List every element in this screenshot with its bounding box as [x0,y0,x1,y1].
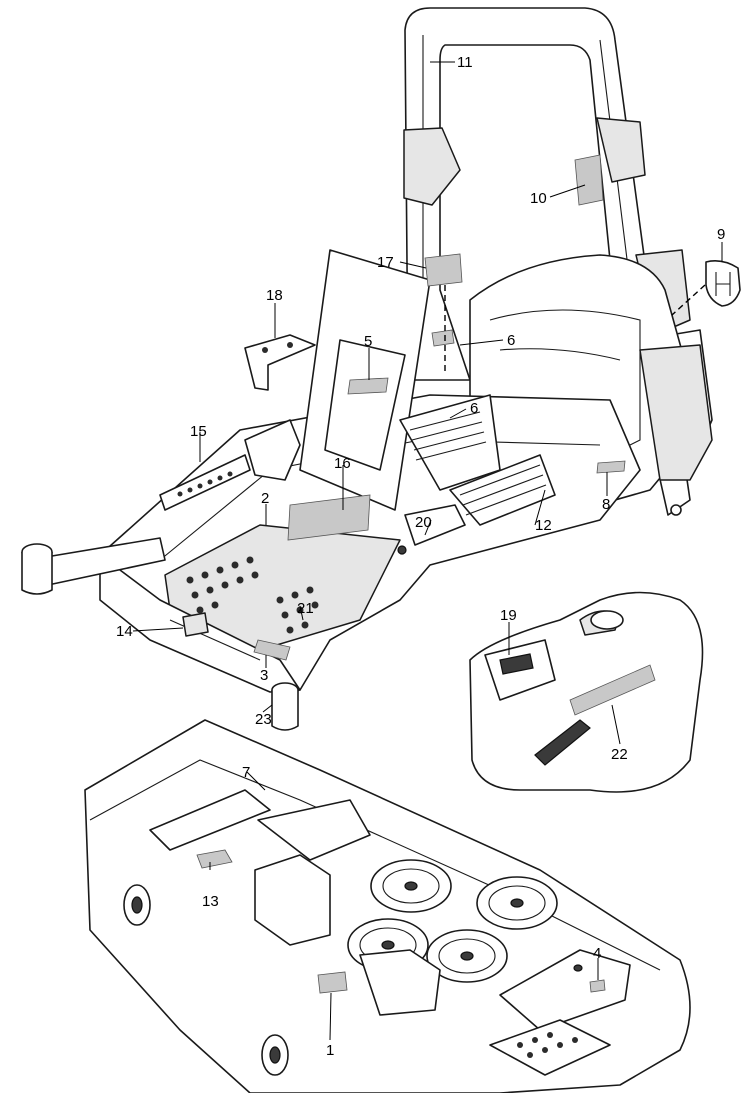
callout-23: 23 [255,711,272,728]
callout-6a: 6 [507,332,515,349]
callout-18: 18 [266,287,283,304]
callout-12: 12 [535,517,552,534]
callout-14: 14 [116,623,133,640]
callout-6b: 6 [470,400,478,417]
assembly-line-9 [671,284,706,316]
callout-11: 11 [457,54,473,71]
callout-21: 21 [297,600,314,617]
decal-22 [569,664,656,716]
logo-badge [705,260,741,307]
mower-deck [84,719,691,1093]
callout-16: 16 [334,455,351,472]
callout-1: 1 [326,1042,334,1059]
callout-17: 17 [377,254,394,271]
seat-pan [469,591,704,793]
decal-10 [574,154,604,206]
callout-5: 5 [364,333,372,350]
callout-22: 22 [611,746,628,763]
callout-19: 19 [500,607,517,624]
callout-13: 13 [202,893,219,910]
callout-2: 2 [261,490,269,507]
callout-20: 20 [415,514,432,531]
callouts: 1 2 3 4 5 6 6 7 8 9 10 11 12 13 14 15 16… [116,54,725,1059]
decal-17 [424,253,463,287]
callout-7: 7 [242,764,250,781]
leader-lines [132,61,723,1041]
decal-1 [317,971,348,994]
main-frame [21,249,641,731]
callout-8: 8 [602,496,610,513]
callout-10: 10 [530,190,547,207]
footplate-holes [186,556,319,634]
callout-3: 3 [260,667,268,684]
decal-13 [196,849,233,869]
callout-15: 15 [190,423,207,440]
callout-4: 4 [593,945,601,962]
callout-9: 9 [717,226,725,243]
